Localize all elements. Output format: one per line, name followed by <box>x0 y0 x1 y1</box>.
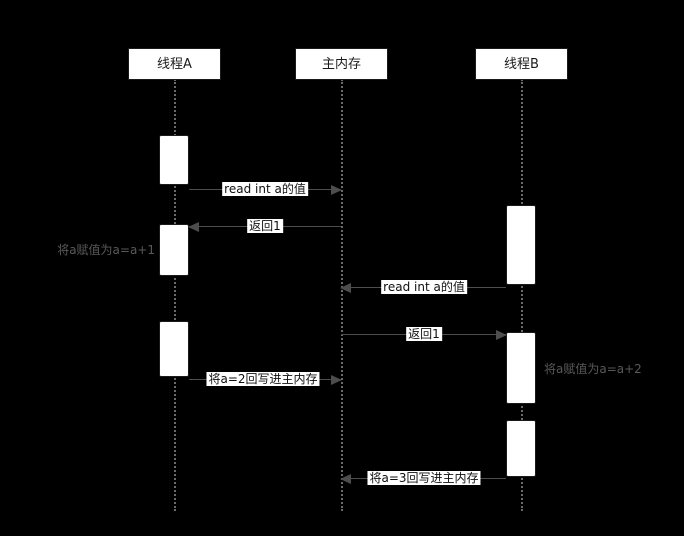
activation-bar-threadB-3 <box>506 420 536 477</box>
activation-bar-threadA-2 <box>159 224 189 276</box>
activation-bar-threadA-3 <box>159 321 189 377</box>
participant-memory[interactable]: 主内存 <box>295 48 388 80</box>
lifeline-threadB <box>521 79 523 511</box>
arrowhead-right-icon <box>331 185 342 195</box>
participant-memory-label: 主内存 <box>321 56 361 72</box>
message-label-m5: 将a=2回写进主内存 <box>206 372 320 386</box>
arrowhead-left-icon <box>188 222 199 232</box>
note-assign-a-plus-1: 将a赋值为a=a+1 <box>57 243 155 257</box>
message-label-m2: 返回1 <box>247 219 283 233</box>
message-label-m1: read int a的值 <box>222 182 308 196</box>
participant-threadB[interactable]: 线程B <box>475 48 568 80</box>
arrowhead-right-icon <box>496 330 507 340</box>
note-assign-a-plus-2: 将a赋值为a=a+2 <box>544 362 642 376</box>
arrowhead-left-icon <box>340 283 351 293</box>
lifeline-memory <box>341 79 343 511</box>
lifeline-threadA <box>174 79 176 511</box>
arrowhead-left-icon <box>340 474 351 484</box>
participant-threadA[interactable]: 线程A <box>128 48 221 80</box>
activation-bar-threadB-1 <box>506 205 536 285</box>
message-label-m4: 返回1 <box>406 327 442 341</box>
message-label-m3: read int a的值 <box>381 280 467 294</box>
participant-threadB-label: 线程B <box>504 56 539 72</box>
arrowhead-right-icon <box>331 375 342 385</box>
message-label-m6: 将a=3回写进主内存 <box>367 471 481 485</box>
activation-bar-threadA-1 <box>159 135 189 185</box>
activation-bar-threadB-2 <box>506 332 536 404</box>
participant-threadA-label: 线程A <box>157 56 192 72</box>
